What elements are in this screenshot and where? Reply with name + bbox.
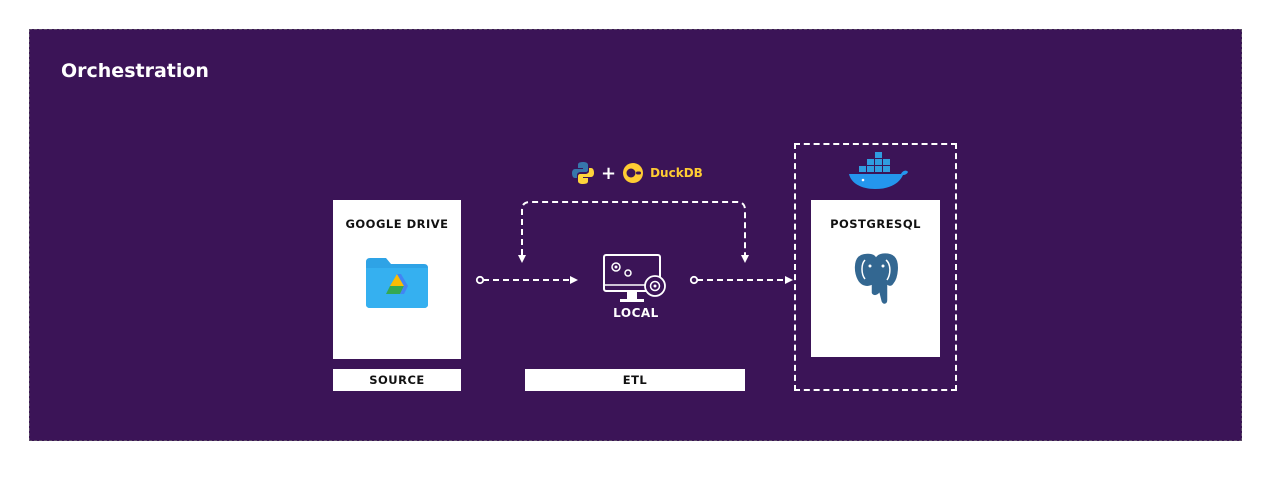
etl-tools: + DuckDB <box>571 160 703 186</box>
plus-sign: + <box>601 162 617 184</box>
source-tag: SOURCE <box>333 369 461 391</box>
postgres-arrowhead <box>785 276 793 284</box>
computer-gears-icon <box>603 254 666 302</box>
postgresql-icon <box>853 251 900 306</box>
python-icon <box>572 162 594 184</box>
duckdb-icon <box>623 163 644 183</box>
duckdb-label: DuckDB <box>650 166 703 180</box>
docker-container-box <box>794 143 957 391</box>
loop-left-arrowhead <box>518 255 526 263</box>
google-drive-icon <box>366 258 428 308</box>
panel-title: Orchestration <box>61 60 209 82</box>
source-card: GOOGLE DRIVE <box>333 200 461 359</box>
source-connector-dot <box>475 275 485 285</box>
local-label: LOCAL <box>613 306 659 320</box>
source-card-label: GOOGLE DRIVE <box>345 217 449 231</box>
source-arrowhead <box>570 276 578 284</box>
etl-loop-line <box>521 201 746 255</box>
postgresql-card-label: POSTGRESQL <box>830 217 921 231</box>
docker-icon <box>849 152 908 189</box>
loop-right-arrowhead <box>741 255 749 263</box>
orchestration-panel: Orchestration GOOGLE DRIVE SOURCE + Duck… <box>29 29 1242 441</box>
etl-tag: ETL <box>525 369 745 391</box>
local-connector-dot <box>689 275 699 285</box>
connectors <box>475 201 793 285</box>
postgresql-card: POSTGRESQL <box>811 200 940 357</box>
